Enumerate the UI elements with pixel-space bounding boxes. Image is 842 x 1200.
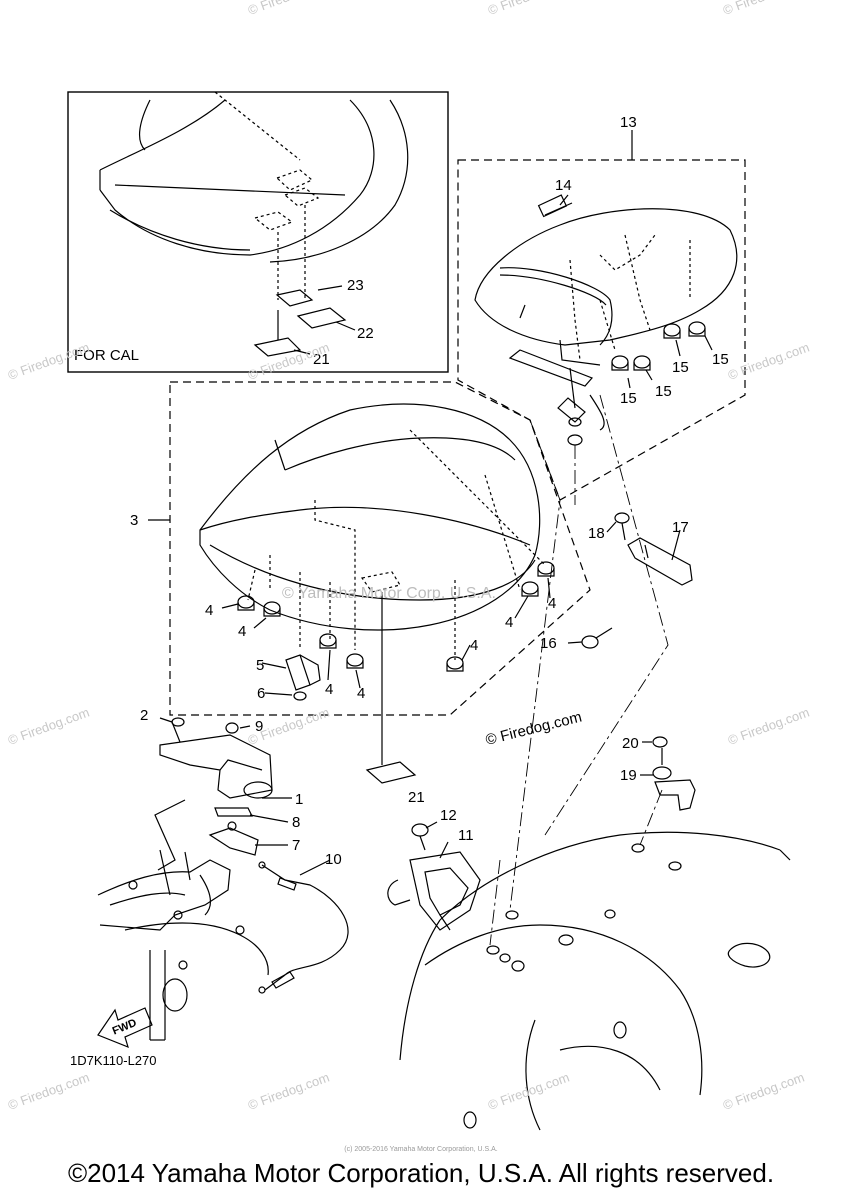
callout-1: 1 xyxy=(295,791,303,808)
watermark-firedog-8: © Firedog.com xyxy=(726,704,811,747)
pillion-hidden-lines xyxy=(569,234,691,361)
lock-bracket-assembly xyxy=(154,717,273,871)
inset-labels-patches xyxy=(253,169,320,300)
frame-section xyxy=(97,849,269,1041)
inset-caption: FOR CAL xyxy=(74,347,139,364)
callout-11: 11 xyxy=(458,827,474,844)
stay-17 xyxy=(606,512,693,586)
rear-fender xyxy=(399,831,791,1131)
callout-5: 5 xyxy=(256,657,264,674)
callout-15a: 15 xyxy=(620,390,637,407)
bolt-16 xyxy=(567,627,613,649)
pillion-seat xyxy=(474,194,738,366)
main-seat-group-outline xyxy=(169,381,591,716)
callout-18: 18 xyxy=(588,525,605,542)
callout-4a: 4 xyxy=(205,602,213,619)
watermark-firedog-7: © Firedog.com xyxy=(726,339,811,382)
watermarks: © Firedog.com © Firedog.com © Firedog.co… xyxy=(6,0,811,1113)
main-seat-bracket xyxy=(285,654,321,701)
seat-lock-cable xyxy=(258,859,349,994)
callout-9: 9 xyxy=(255,718,263,735)
inset-seat xyxy=(99,91,409,263)
callout-4c: 4 xyxy=(325,681,333,698)
fwd-label: FWD xyxy=(111,1017,139,1038)
copyright-footer: ©2014 Yamaha Motor Corporation, U.S.A. A… xyxy=(67,1158,775,1188)
callout-6: 6 xyxy=(257,685,265,702)
callout-15d: 15 xyxy=(712,351,729,368)
callout-16: 16 xyxy=(540,635,557,652)
inset-decals xyxy=(253,285,356,357)
callout-4f: 4 xyxy=(505,614,513,631)
callout-10: 10 xyxy=(325,851,342,868)
callout-7: 7 xyxy=(292,837,300,854)
decal-21-lower xyxy=(365,761,417,784)
assembly-centerlines xyxy=(489,394,669,946)
callout-14: 14 xyxy=(555,177,572,194)
main-seat-hidden-lines xyxy=(247,429,546,660)
diagram-code: 1D7K110-L270 xyxy=(70,1053,157,1068)
lock-leaders xyxy=(159,717,292,846)
pillion-leaders xyxy=(559,194,713,389)
watermark-firedog-2: © Firedog.com xyxy=(6,704,91,747)
lock-assembly-leaders xyxy=(425,821,449,859)
pillion-seat-group-outline xyxy=(457,159,746,501)
callout-15b: 15 xyxy=(655,383,672,400)
callout-4e: 4 xyxy=(470,637,478,654)
callout-4b: 4 xyxy=(238,623,246,640)
callout-2: 2 xyxy=(140,707,148,724)
fwd-arrow xyxy=(97,1007,153,1049)
watermark-firedog-11: © Firedog.com xyxy=(246,0,331,18)
bracket-19 xyxy=(640,736,696,811)
callout-13: 13 xyxy=(620,114,637,131)
callout-21b: 21 xyxy=(408,789,425,806)
callout-labels: 1 2 3 4 4 4 4 4 4 4 5 6 7 8 9 10 11 12 1… xyxy=(70,114,729,1068)
fine-print: (c) 2005-2016 Yamaha Motor Corporation, … xyxy=(344,1146,498,1153)
watermark-firedog-3: © Firedog.com xyxy=(6,1069,91,1112)
main-seat-dampers xyxy=(237,561,555,672)
callout-3: 3 xyxy=(130,512,138,529)
callout-19: 19 xyxy=(620,767,637,784)
callout-20: 20 xyxy=(622,735,639,752)
seat-lock-assembly xyxy=(387,823,481,931)
callout-8: 8 xyxy=(292,814,300,831)
main-seat-leaders xyxy=(221,577,551,765)
callout-4d: 4 xyxy=(357,685,365,702)
pillion-rubber-dampers xyxy=(611,321,706,371)
watermark-firedog-6: © Firedog.com xyxy=(721,1069,806,1112)
callout-21a: 21 xyxy=(313,351,330,368)
callout-15c: 15 xyxy=(672,359,689,376)
callout-4g: 4 xyxy=(548,595,556,612)
callout-22: 22 xyxy=(357,325,374,342)
inset-frame xyxy=(67,91,449,373)
watermark-firedog-12: © Firedog.com xyxy=(486,0,571,18)
watermark-firedog-5: © Firedog.com xyxy=(486,1069,571,1112)
watermark-firedog-13: © Firedog.com xyxy=(721,0,806,18)
watermark-firedog-4: © Firedog.com xyxy=(246,1069,331,1112)
callout-17: 17 xyxy=(672,519,689,536)
callout-12: 12 xyxy=(440,807,457,824)
callout-23: 23 xyxy=(347,277,364,294)
watermark-yamaha: © Yamaha Motor Corp. U.S.A. xyxy=(282,585,496,602)
